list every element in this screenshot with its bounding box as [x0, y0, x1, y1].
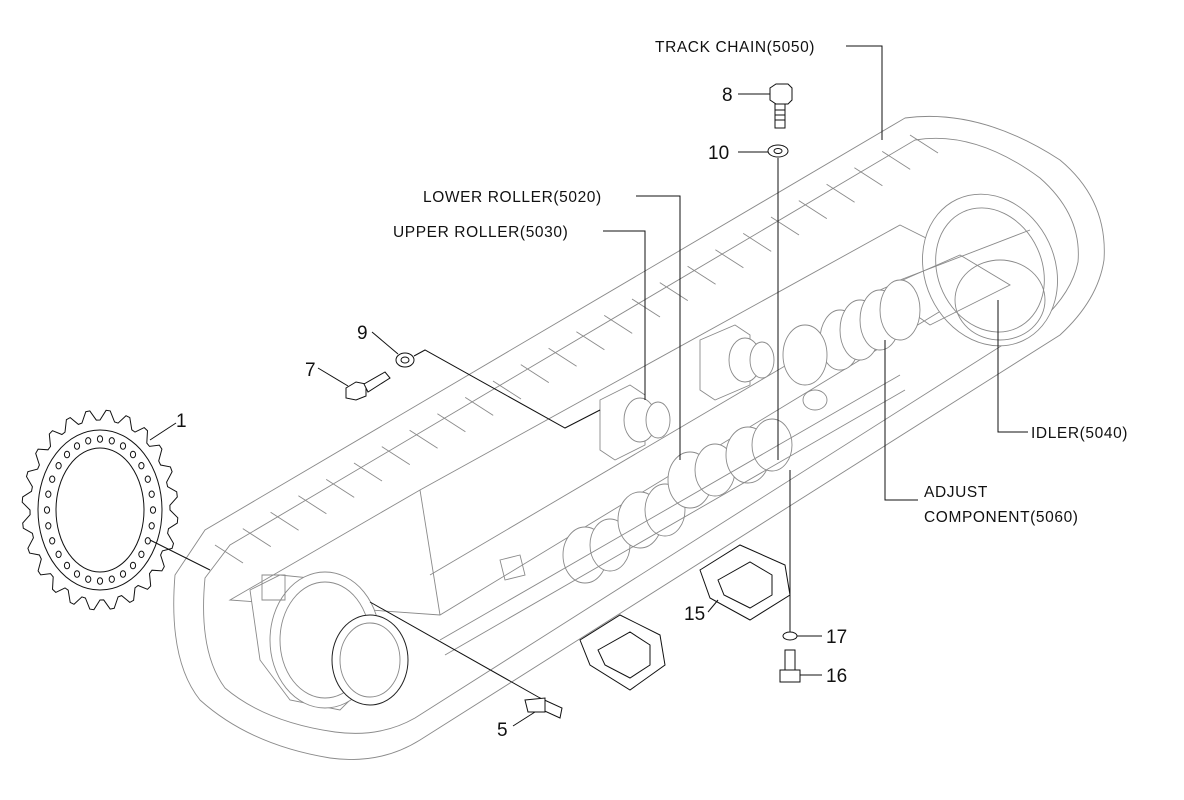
track-shoe-line	[242, 528, 272, 547]
sprocket-bolt-hole	[129, 561, 137, 570]
bolt-icon	[779, 649, 801, 683]
sprocket-bolt-hole	[85, 437, 92, 445]
track-shoe-line	[881, 151, 911, 170]
track-shoe-line	[464, 397, 494, 416]
track-shoe-line	[576, 331, 605, 351]
idler-wheel-icon	[879, 193, 1058, 347]
track-chain-label: TRACK CHAIN(5050)	[655, 39, 815, 56]
sprocket-bolt-hole	[96, 435, 104, 443]
track-shoe-line	[520, 364, 550, 383]
lower-roller-label: LOWER ROLLER(5020)	[423, 189, 602, 206]
adjust-component-spring	[782, 279, 921, 411]
track-shoe-line	[409, 429, 438, 449]
track-shoe-line	[437, 413, 466, 433]
upper-roller-group	[599, 324, 775, 461]
sprocket-bolt-hole	[148, 522, 155, 530]
track-shoe-line	[325, 479, 355, 498]
callout-number-7: 7	[305, 360, 316, 381]
adjust-label-line2: COMPONENT(5060)	[924, 509, 1079, 526]
sprocket-bolt-hole	[43, 506, 51, 514]
track-shoe-line	[798, 200, 828, 219]
track-shoe-line	[742, 233, 772, 252]
sprocket-bolt-hole	[138, 462, 145, 470]
upper-roller-label: UPPER ROLLER(5030)	[393, 224, 568, 241]
track-shoe-line	[631, 298, 661, 318]
sprocket-bolt-hole	[73, 570, 81, 578]
sprocket-bolt-hole	[119, 570, 127, 578]
washer-icon	[395, 352, 415, 368]
sprocket-bolt-hole	[144, 475, 151, 483]
sprocket-bolt-hole	[49, 537, 56, 545]
sprocket-bolt-hole	[49, 475, 56, 483]
track-shoe-line	[770, 216, 800, 236]
callout-number-17: 17	[826, 627, 847, 648]
track-shoe-line	[548, 347, 577, 367]
callout-number-10: 10	[708, 143, 729, 164]
track-shoe-line	[659, 282, 689, 301]
track-guard-icon	[579, 614, 666, 691]
sprocket-bolt-hole	[119, 442, 127, 450]
track-shoe-line	[270, 511, 299, 531]
sprocket-bolt-hole	[85, 575, 92, 583]
sprocket-bolt-hole	[63, 450, 71, 459]
track-shoe-lines	[214, 134, 939, 564]
track-shoe-line	[298, 495, 327, 515]
washer-icon	[782, 631, 798, 641]
sprocket-bolt-hole	[55, 550, 62, 558]
sprocket-icon	[21, 409, 179, 611]
idler-label: IDLER(5040)	[1031, 425, 1128, 442]
drive-motor-icon	[249, 571, 409, 711]
sprocket-bolt-hole	[144, 537, 151, 545]
callout-number-8: 8	[722, 85, 733, 106]
sprocket-bolt-hole	[96, 577, 104, 585]
callout-number-5: 5	[497, 720, 508, 741]
adjust-label-line1: ADJUST	[924, 484, 988, 501]
track-guard-icon	[699, 544, 791, 621]
sprocket-bolt-hole	[149, 506, 157, 514]
track-shoe-line	[603, 315, 633, 334]
bolt-icon	[345, 371, 391, 401]
track-shoe-line	[715, 249, 744, 269]
track-shoe-line	[909, 134, 939, 154]
sprocket-bolt-hole	[108, 437, 115, 445]
callout-number-1: 1	[176, 411, 187, 432]
track-shoe-line	[492, 380, 522, 400]
leader-lines	[149, 45, 1028, 727]
sprocket-bolt-hole	[108, 575, 115, 583]
sprocket-bolt-hole	[73, 442, 81, 450]
sprocket-bolt-hole	[148, 490, 155, 498]
track-shoe-line	[353, 462, 383, 482]
track-shoe-line	[687, 265, 716, 285]
sprocket-bolt-hole	[45, 522, 52, 530]
track-shoe-line	[381, 446, 411, 465]
sprocket-bolt-hole	[129, 450, 137, 459]
sprocket-bolt-hole	[55, 462, 62, 470]
bolt-icon	[524, 697, 563, 719]
sprocket-bolt-hole	[63, 561, 71, 570]
track-shoe-line	[854, 167, 883, 187]
washer-icon	[767, 144, 789, 158]
sprocket-bolt-hole	[45, 490, 52, 498]
bolt-icon	[769, 83, 793, 129]
sprocket-bolt-hole	[138, 550, 145, 558]
callout-number-9: 9	[357, 323, 368, 344]
track-shoe-line	[214, 544, 244, 564]
track-chain-assembly	[173, 115, 1105, 760]
track-shoe-line	[826, 183, 855, 203]
callout-number-15: 15	[684, 604, 705, 625]
lower-roller-group	[562, 418, 793, 584]
callout-number-16: 16	[826, 666, 847, 687]
